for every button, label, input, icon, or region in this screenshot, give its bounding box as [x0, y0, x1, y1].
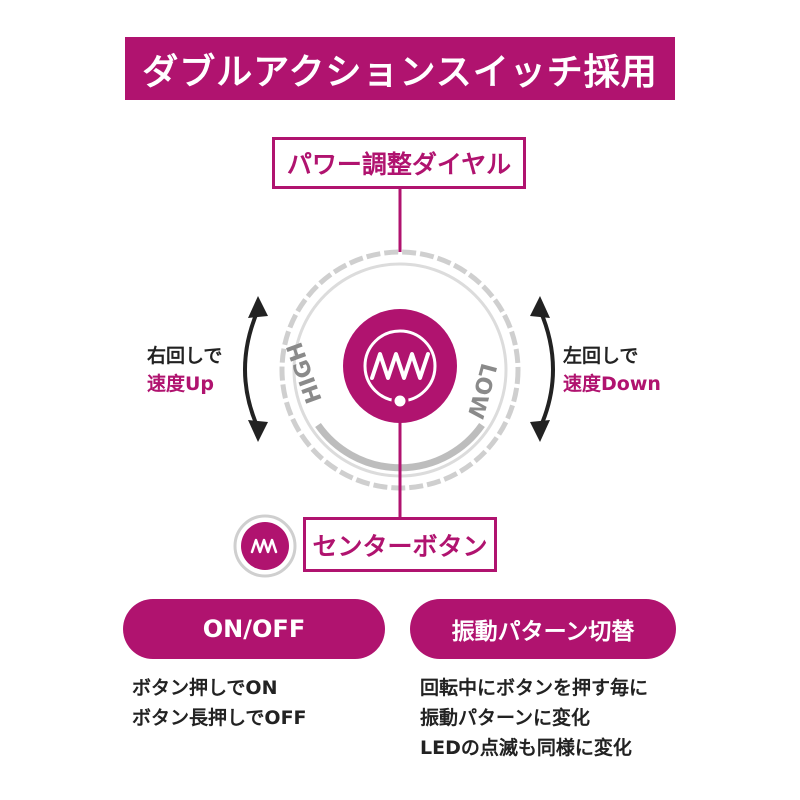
pattern-line: LEDの点滅も同様に変化	[420, 733, 648, 763]
power-dial-label: パワー調整ダイヤル	[272, 137, 526, 189]
right-rotation-note: 左回しで 速度Down	[563, 342, 661, 398]
pattern-heading: 振動パターン切替	[410, 599, 676, 659]
left-rotation-note: 右回しで 速度Up	[147, 342, 222, 398]
onoff-heading: ON/OFF	[123, 599, 385, 659]
small-center-button-icon	[235, 516, 295, 576]
left-note-line2: 速度Up	[147, 370, 222, 398]
onoff-line: ボタン押しでON	[132, 673, 307, 703]
right-note-line2: 速度Down	[563, 370, 661, 398]
rotate-left-arrow-icon	[245, 296, 268, 442]
rotate-right-arrow-icon	[530, 296, 553, 442]
pattern-description: 回転中にボタンを押す毎に 振動パターンに変化 LEDの点滅も同様に変化	[420, 673, 648, 763]
onoff-line: ボタン長押しでOFF	[132, 703, 307, 733]
center-button-label: センターボタン	[303, 517, 497, 572]
center-connector-dot	[393, 394, 407, 408]
onoff-description: ボタン押しでON ボタン長押しでOFF	[132, 673, 307, 733]
right-note-line1: 左回しで	[563, 342, 661, 370]
pattern-line: 振動パターンに変化	[420, 703, 648, 733]
pattern-line: 回転中にボタンを押す毎に	[420, 673, 648, 703]
left-note-line1: 右回しで	[147, 342, 222, 370]
